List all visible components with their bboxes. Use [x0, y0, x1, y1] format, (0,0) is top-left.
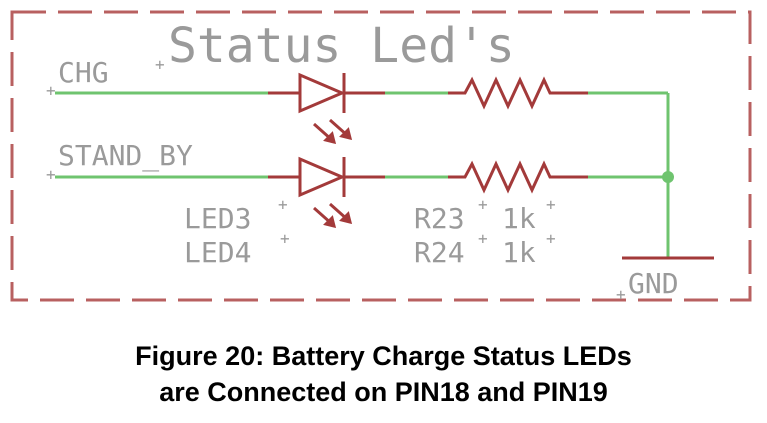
led4-symbol: [268, 156, 385, 198]
net-label-stand-by: STAND_BY: [58, 139, 193, 173]
figure-caption-line-2: are Connected on PIN18 and PIN19: [159, 377, 608, 407]
origin-cross-r24: +: [478, 229, 488, 248]
wires: [55, 91, 670, 258]
origin-cross-chg: +: [46, 81, 56, 100]
origin-cross-r23: +: [478, 195, 488, 214]
status-led-schematic: Status Led's + CHG + STAND_BY +: [10, 10, 752, 304]
net-label-gnd: GND: [628, 267, 679, 300]
led4-emission-arrows: [313, 202, 353, 229]
led4-label: LED4: [184, 236, 251, 269]
origin-cross-r23-value: +: [546, 195, 556, 214]
schematic-title: Status Led's: [168, 18, 515, 74]
figure-caption-line-1: Figure 20: Battery Charge Status LEDs: [135, 341, 632, 371]
led3-symbol: [268, 72, 385, 114]
led3-emission-arrows: [313, 118, 353, 145]
r23-label: R23: [414, 202, 465, 235]
sheet-frame: [10, 10, 752, 302]
r24-label: R24: [414, 236, 465, 269]
origin-cross-title: +: [155, 55, 165, 74]
origin-cross-led3: +: [278, 195, 288, 214]
r23-symbol: [448, 76, 588, 110]
origin-cross-gnd: +: [616, 285, 626, 304]
junction-dot: [662, 171, 674, 183]
r24-value: 1k: [502, 236, 536, 269]
net-label-chg: CHG: [58, 56, 109, 89]
origin-cross-led4: +: [280, 229, 290, 248]
r24-symbol: [448, 160, 588, 194]
r23-value: 1k: [502, 202, 536, 235]
origin-cross-stand-by: +: [46, 165, 56, 184]
origin-cross-r24-value: +: [546, 229, 556, 248]
led3-label: LED3: [184, 202, 251, 235]
